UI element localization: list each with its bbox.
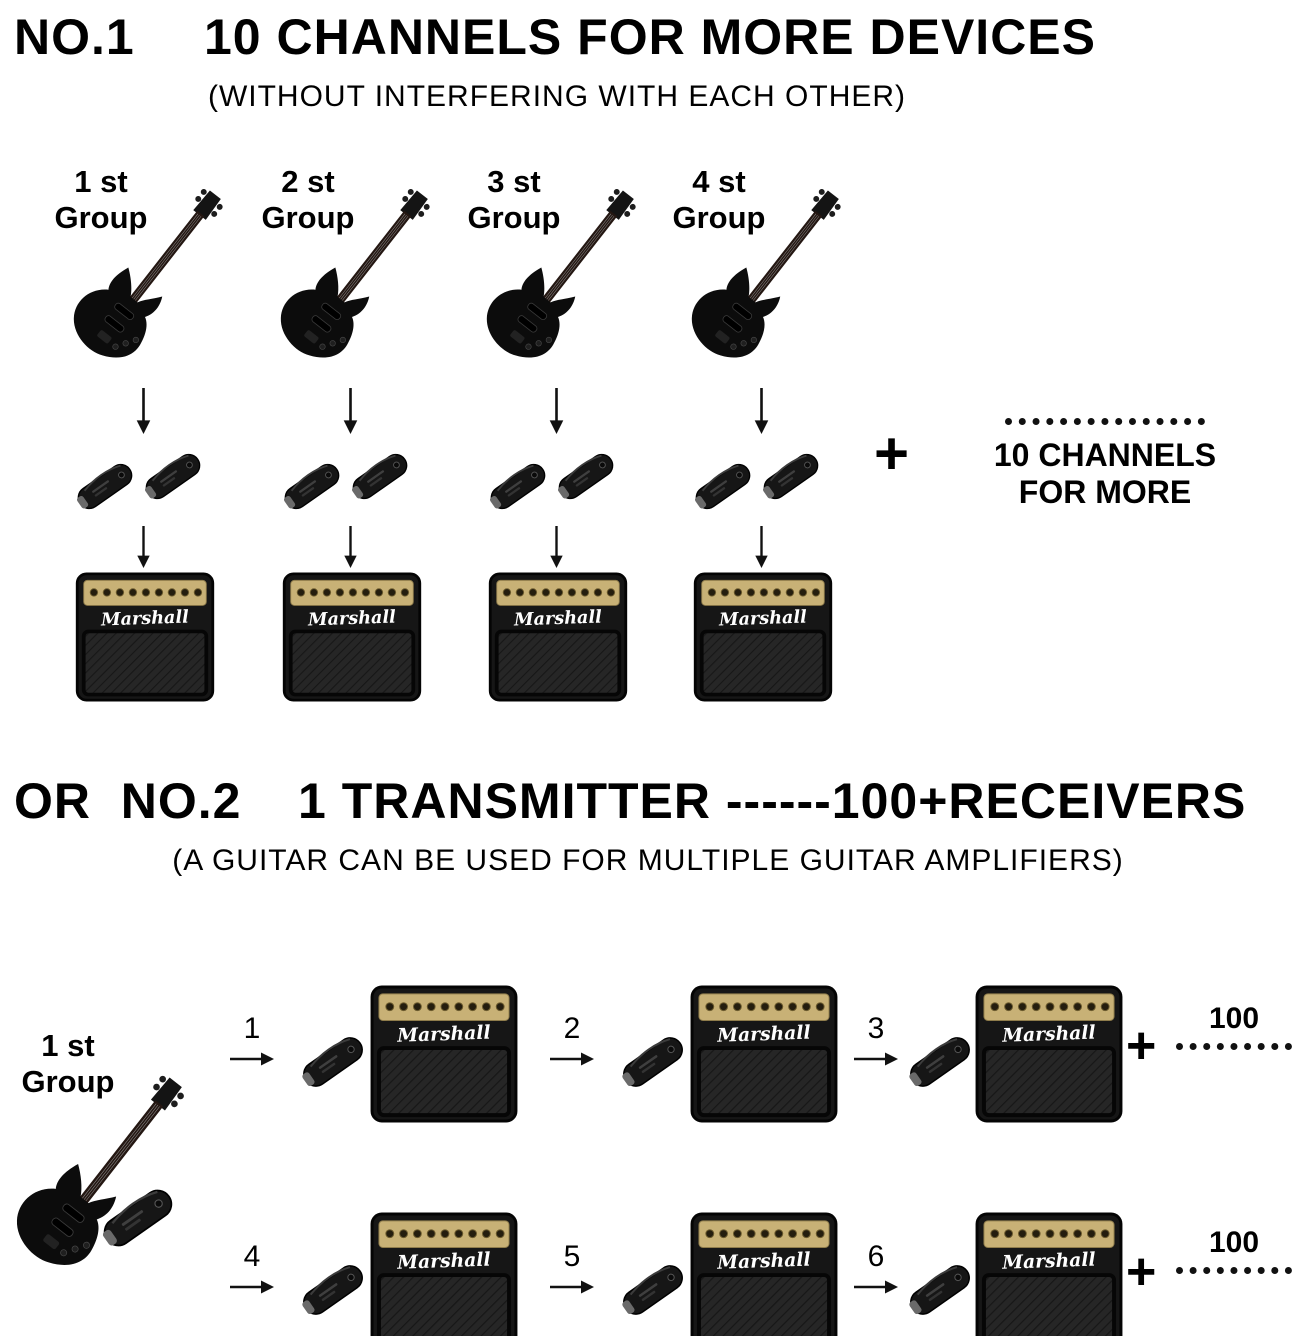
step-number: 1 <box>243 1012 261 1045</box>
chain-step-3: 3 <box>852 1012 900 1067</box>
guitar-amplifier-icon <box>975 985 1123 1123</box>
section2-number-label: OR NO.2 <box>14 773 242 829</box>
arrow-right-icon <box>230 1279 274 1295</box>
wireless-dongle-icon <box>298 1250 368 1330</box>
bass-guitar-icon <box>478 168 658 376</box>
guitar-amplifier-icon <box>282 572 422 702</box>
dashed-line <box>1176 1043 1292 1050</box>
wireless-dongle-icon <box>554 440 618 513</box>
arrow-right-icon <box>550 1051 594 1067</box>
step-number: 5 <box>563 1240 581 1273</box>
section1-title: 10 CHANNELS FOR MORE DEVICES <box>203 9 1096 65</box>
guitar-amplifier-icon <box>690 985 838 1123</box>
section2-subtitle: (A GUITAR CAN BE USED FOR MULTIPLE GUITA… <box>172 844 1124 877</box>
group-label: 1 st Group <box>12 1028 124 1099</box>
group-label-line1: 1 st <box>74 164 128 199</box>
transmitter-receiver-pair <box>486 440 632 524</box>
guitar-amplifier-icon <box>488 572 628 702</box>
group-label-line1: 3 st <box>487 164 541 199</box>
group-label: 2 st Group <box>252 164 364 235</box>
arrow-right-icon <box>550 1279 594 1295</box>
group-label-line2: Group <box>261 199 355 235</box>
hundred-label: 100 <box>1208 1002 1260 1035</box>
group-column-4: 4 st Group <box>663 158 863 710</box>
section1-subtitle: (WITHOUT INTERFERING WITH EACH OTHER) <box>207 80 907 113</box>
section2-title: 1 TRANSMITTER ------100+RECEIVERS <box>298 773 1247 829</box>
plus-sign: + <box>1126 1017 1157 1075</box>
bass-guitar-icon <box>65 168 245 376</box>
hundred-more-note: 100 <box>1176 1226 1292 1274</box>
transmitter-receiver-pair <box>691 440 837 524</box>
chain-step-6: 6 <box>852 1240 900 1295</box>
note-line1: 10 CHANNELS <box>993 437 1217 473</box>
step-number: 2 <box>563 1012 581 1045</box>
chain-step-4: 4 <box>228 1240 276 1295</box>
section1-number-label: NO.1 <box>14 9 135 65</box>
bass-guitar-icon <box>683 168 863 376</box>
group-column-2: 2 st Group <box>252 158 452 710</box>
step-number: 3 <box>867 1012 885 1045</box>
group-label-line2: Group <box>467 199 561 235</box>
bass-guitar-icon <box>272 168 452 376</box>
group-label: 3 st Group <box>458 164 570 235</box>
wireless-dongle-icon <box>280 450 344 523</box>
dotted-line <box>1005 418 1205 425</box>
wireless-dongle-icon <box>759 440 823 513</box>
step-number: 4 <box>243 1240 261 1273</box>
channels-more-note: 10 CHANNELS FOR MORE <box>980 418 1230 511</box>
wireless-dongle-icon <box>905 1022 975 1102</box>
group-column-1: 1 st Group <box>45 158 245 710</box>
hundred-more-note: 100 <box>1176 1002 1292 1050</box>
arrow-down-icon <box>135 526 152 568</box>
arrow-down-icon <box>342 526 359 568</box>
wireless-dongle-icon <box>618 1022 688 1102</box>
wireless-dongle-icon <box>486 450 550 523</box>
transmitter-receiver-pair <box>73 440 219 524</box>
guitar-amplifier-icon <box>75 572 215 702</box>
wireless-dongle-icon <box>141 440 205 513</box>
arrow-right-icon <box>230 1051 274 1067</box>
group-label-line2: Group <box>21 1063 115 1099</box>
group-label-line1: 1 st <box>41 1028 95 1063</box>
arrow-right-icon <box>854 1051 898 1067</box>
group-label-line2: Group <box>54 199 148 235</box>
chain-step-1: 1 <box>228 1012 276 1067</box>
group-label: 1 st Group <box>45 164 157 235</box>
chain-step-5: 5 <box>548 1240 596 1295</box>
arrow-down-icon <box>753 388 770 434</box>
hundred-label: 100 <box>1208 1226 1260 1259</box>
arrow-down-icon <box>342 388 359 434</box>
wireless-dongle-icon <box>618 1250 688 1330</box>
guitar-amplifier-icon <box>370 985 518 1123</box>
guitar-amplifier-icon <box>370 1212 518 1336</box>
group-label: 4 st Group <box>663 164 775 235</box>
dashed-line <box>1176 1267 1292 1274</box>
group-label-line2: Group <box>672 199 766 235</box>
arrow-down-icon <box>548 526 565 568</box>
note-line2: FOR MORE <box>1018 473 1192 510</box>
wireless-dongle-icon <box>73 450 137 523</box>
group-label-line1: 2 st <box>281 164 335 199</box>
group-column-3: 3 st Group <box>458 158 658 710</box>
wireless-dongle-icon <box>298 1022 368 1102</box>
wireless-dongle-icon <box>98 1172 178 1264</box>
guitar-amplifier-icon <box>690 1212 838 1336</box>
wireless-dongle-icon <box>691 450 755 523</box>
chain-step-2: 2 <box>548 1012 596 1067</box>
group-label-line1: 4 st <box>692 164 746 199</box>
arrow-down-icon <box>135 388 152 434</box>
wireless-dongle-icon <box>905 1250 975 1330</box>
transmitter-receiver-pair <box>280 440 426 524</box>
plus-sign: + <box>874 420 910 487</box>
guitar-amplifier-icon <box>693 572 833 702</box>
plus-sign: + <box>1126 1243 1157 1301</box>
arrow-right-icon <box>854 1279 898 1295</box>
step-number: 6 <box>867 1240 885 1273</box>
arrow-down-icon <box>548 388 565 434</box>
arrow-down-icon <box>753 526 770 568</box>
guitar-amplifier-icon <box>975 1212 1123 1336</box>
wireless-dongle-icon <box>348 440 412 513</box>
